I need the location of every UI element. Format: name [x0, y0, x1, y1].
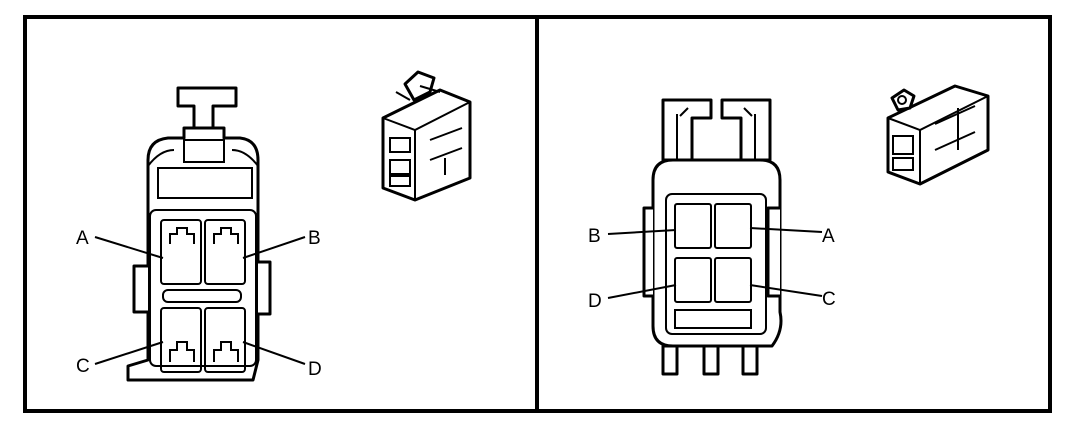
leader-line-c-right — [749, 284, 823, 297]
pin-label: A — [76, 228, 89, 249]
leader-line-b-left — [242, 236, 306, 259]
pin-label: B — [588, 226, 601, 247]
pin-label: D — [308, 359, 322, 380]
pin-label: A — [822, 226, 835, 247]
pin-label: B — [308, 228, 321, 249]
leader-line-c-left — [94, 341, 164, 365]
right-connector-face — [642, 98, 783, 376]
pin-label: C — [822, 289, 836, 310]
left-connector-3d-view — [381, 70, 472, 202]
right-connector-3d-view — [886, 84, 990, 186]
leader-line-d-left — [242, 341, 306, 365]
left-panel: A B C D — [76, 70, 472, 382]
leader-line-a-right — [749, 227, 823, 233]
right-panel: B A D C — [588, 84, 990, 376]
pin-label: D — [588, 291, 602, 312]
left-connector-face — [126, 86, 272, 382]
leader-line-a-left — [94, 236, 164, 259]
leader-line-b-right — [607, 229, 677, 235]
pin-label: C — [76, 356, 90, 377]
leader-line-d-right — [607, 284, 677, 299]
